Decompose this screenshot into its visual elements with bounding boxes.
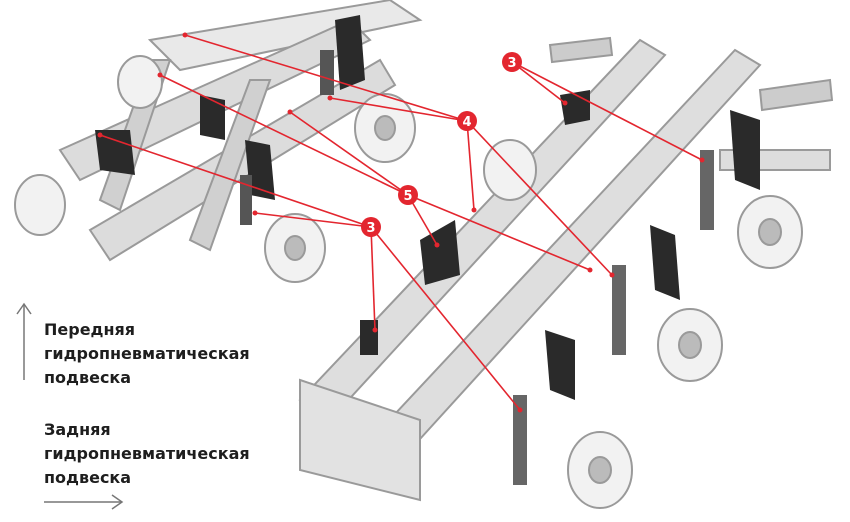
callout-leader-lines bbox=[99, 34, 703, 411]
callout-badge-4: 4 bbox=[457, 111, 477, 131]
callout-label: 3 bbox=[366, 221, 375, 236]
callout-badge-3-bottom: 3 bbox=[361, 217, 381, 237]
rear-suspension-legend: Задняя гидропневматическая подвеска bbox=[44, 418, 250, 490]
callout-label: 4 bbox=[462, 115, 471, 130]
callout-badge-5: 5 bbox=[398, 185, 418, 205]
rear-suspension-parts bbox=[360, 90, 760, 485]
front-suspension-legend: Передняя гидропневматическая подвеска bbox=[44, 318, 250, 390]
callout-label: 5 bbox=[403, 189, 412, 204]
legend-line: Передняя bbox=[44, 320, 136, 339]
callout-label: 3 bbox=[507, 56, 516, 71]
arrow-up-icon bbox=[16, 302, 32, 380]
legend-line: гидропневматическая bbox=[44, 444, 250, 463]
arrow-right-icon bbox=[44, 494, 124, 510]
callout-dots bbox=[97, 32, 705, 413]
legend-line: Задняя bbox=[44, 420, 111, 439]
callout-badge-3-top: 3 bbox=[502, 52, 522, 72]
legend-line: гидропневматическая bbox=[44, 344, 250, 363]
front-suspension-parts bbox=[95, 15, 365, 225]
legend-line: подвеска bbox=[44, 368, 132, 387]
legend-line: подвеска bbox=[44, 468, 132, 487]
